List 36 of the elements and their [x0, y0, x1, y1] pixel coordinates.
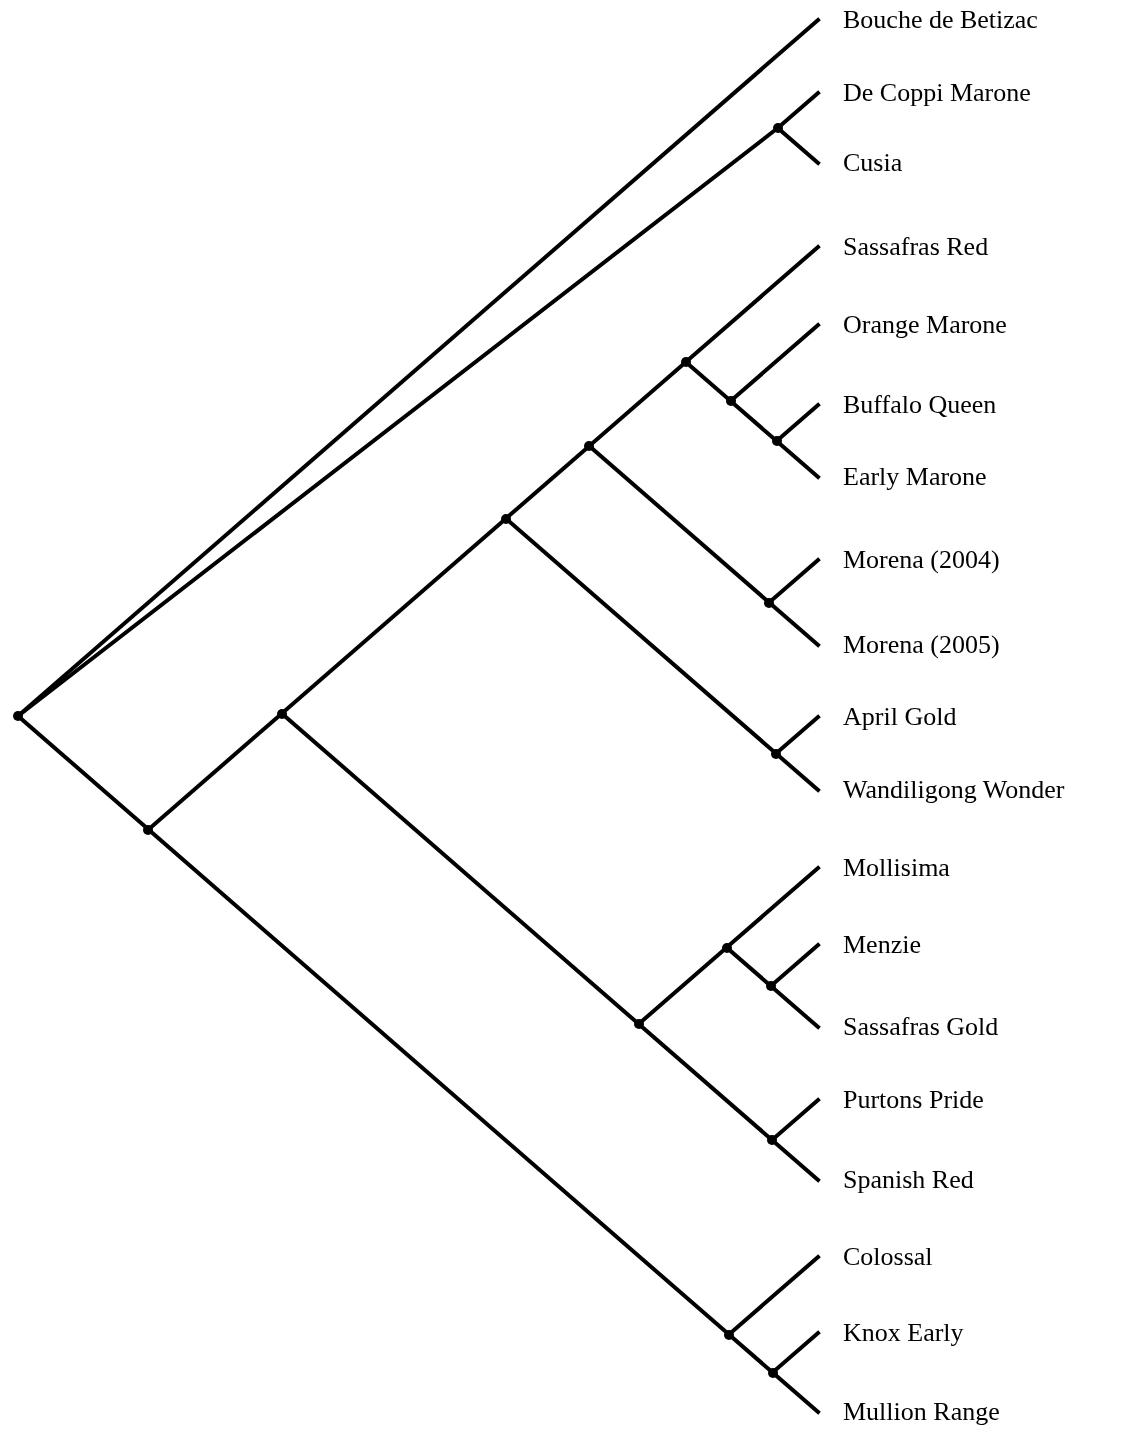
branch-point — [721, 942, 732, 953]
leaf-label: Morena (2004) — [818, 543, 1000, 577]
leaf-label: Purtons Pride — [818, 1083, 984, 1117]
branch-point — [584, 441, 595, 451]
leaf-label: Sassafras Red — [818, 230, 989, 264]
branch-point — [767, 1135, 777, 1145]
leaf-label: Knox Early — [818, 1316, 964, 1350]
leaf-label: Cusia — [818, 146, 903, 180]
leaf-label: Orange Marone — [818, 308, 1007, 342]
leaf-label: Buffalo Queen — [818, 388, 997, 422]
branch-point — [725, 396, 736, 406]
leaf-label: De Coppi Marone — [818, 76, 1031, 110]
leaf-label: Morena (2005) — [818, 628, 1000, 662]
branch-point — [765, 981, 776, 991]
branch-point — [680, 357, 691, 367]
leaf-label: Early Marone — [818, 460, 987, 494]
branch-point — [143, 824, 154, 835]
branch-point — [771, 436, 782, 446]
leaf-label: Mollisima — [818, 851, 950, 885]
leaf-label: Wandiligong Wonder — [818, 773, 1065, 807]
leaf-label: Sassafras Gold — [818, 1010, 999, 1044]
leaf-label: Spanish Red — [818, 1163, 974, 1197]
leaf-label: Bouche de Betizac — [818, 3, 1038, 37]
branch-point — [764, 597, 775, 608]
leaf-label: Menzie — [818, 928, 921, 962]
leaf-label: Mullion Range — [818, 1395, 1000, 1429]
branch-point — [276, 708, 287, 719]
leaf-label: April Gold — [818, 700, 957, 734]
branch-point — [633, 1019, 644, 1029]
branch-point — [767, 1367, 778, 1378]
branch-point — [771, 748, 782, 759]
branch-point — [13, 711, 23, 721]
branch-point — [723, 1329, 734, 1340]
branch-point — [772, 123, 783, 133]
leaf-label: Colossal — [818, 1240, 933, 1274]
branch-point — [500, 513, 511, 524]
